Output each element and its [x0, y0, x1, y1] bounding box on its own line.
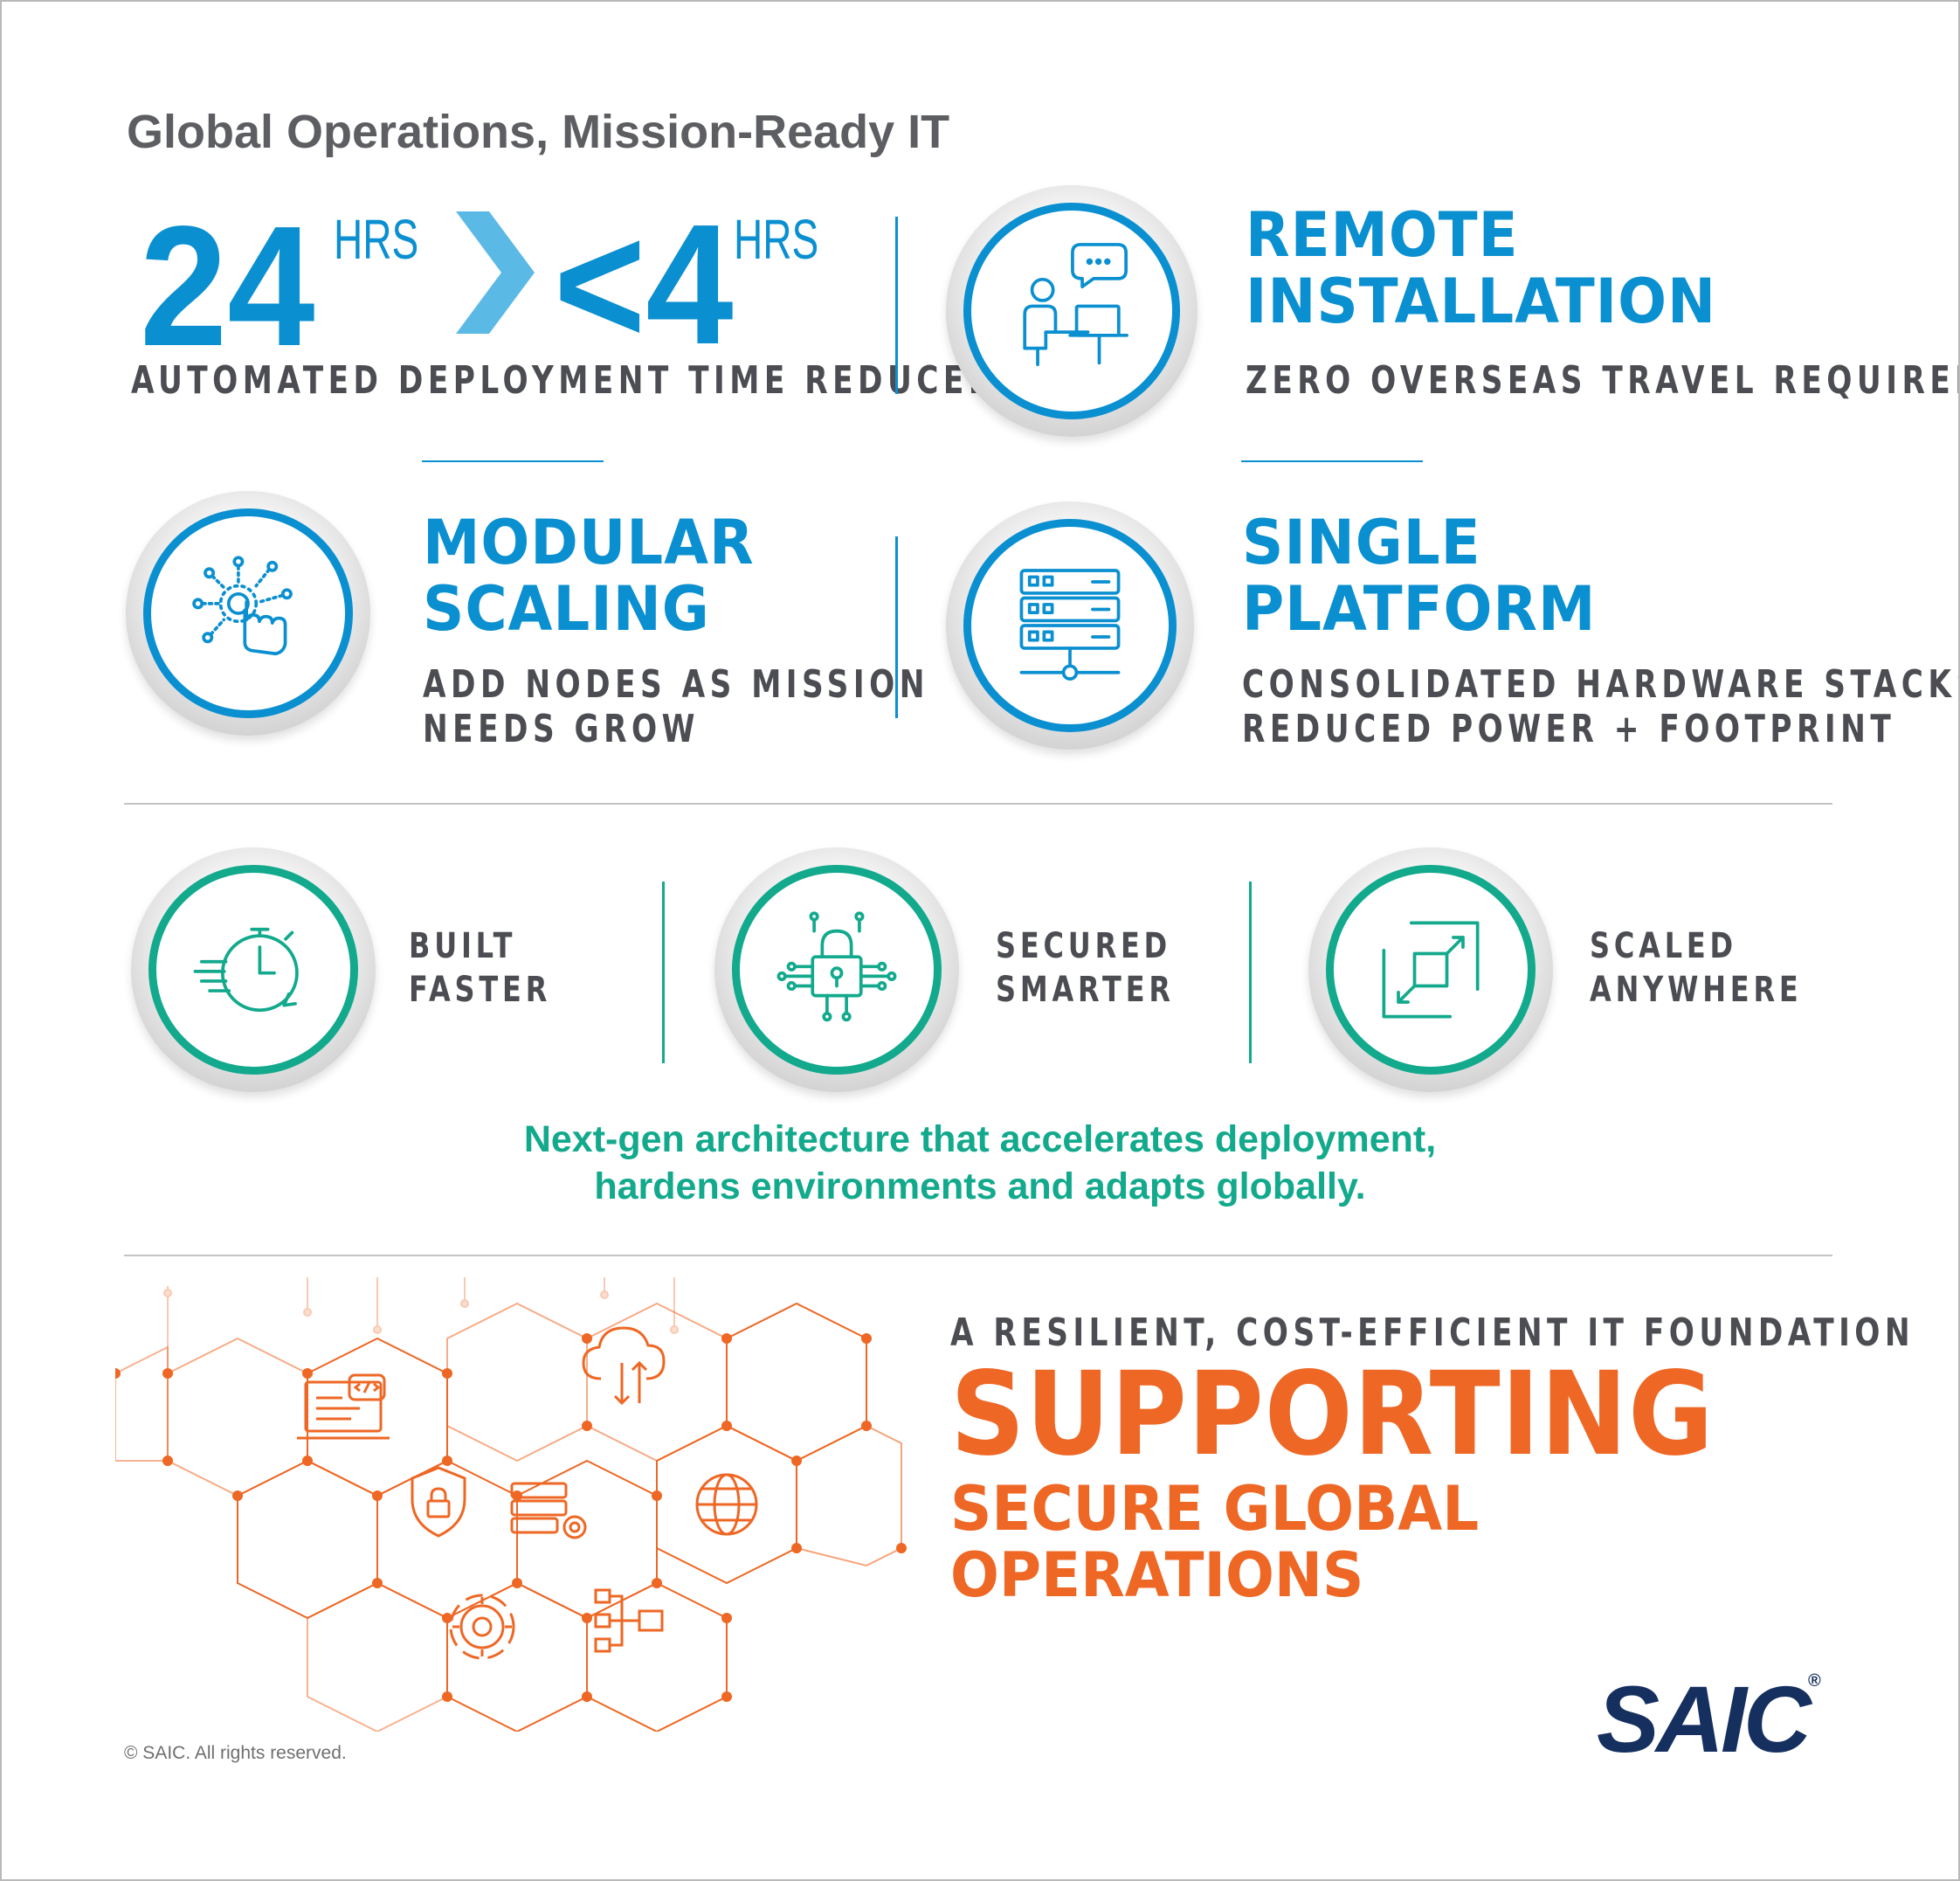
benefit-secured-smarter: SECURED SMARTER	[996, 924, 1175, 1013]
saic-logo: SAIC®	[1597, 1672, 1821, 1767]
divider-horizontal	[124, 803, 1832, 805]
divider-vertical	[1249, 882, 1252, 1063]
chevron-right-icon	[456, 211, 535, 334]
remote-title-line2: INSTALLATION	[1246, 265, 1716, 337]
benefit-built-faster: BUILT FASTER	[409, 924, 551, 1013]
divider-vertical	[895, 536, 898, 718]
single-caption-line1: CONSOLIDATED HARDWARE STACKS;	[1242, 662, 1960, 707]
tagline-line2: hardens environments and adapts globally…	[594, 1165, 1366, 1207]
expand-square-icon	[1326, 865, 1536, 1075]
single-caption-line2: REDUCED POWER + FOOTPRINT	[1242, 707, 1896, 752]
divider-vertical	[662, 882, 665, 1063]
stopwatch-icon	[148, 865, 358, 1075]
single-caption: CONSOLIDATED HARDWARE STACKS; REDUCED PO…	[1242, 662, 1960, 752]
circuit-lock-icon	[732, 865, 942, 1075]
remote-worker-icon	[963, 203, 1180, 419]
registered-mark: ®	[1808, 1671, 1821, 1691]
deployment-to-value: <4	[554, 189, 734, 380]
single-title-line1: SINGLE	[1242, 507, 1481, 578]
benefit-scaled-anywhere: SCALED ANYWHERE	[1590, 924, 1803, 1013]
divider-short	[422, 460, 604, 462]
copyright-notice: © SAIC. All rights reserved.	[124, 1743, 347, 1763]
benefit-line1: SCALED	[1590, 926, 1737, 966]
deployment-to-unit: HRS	[734, 208, 819, 271]
modular-title-line2: SCALING	[423, 572, 710, 645]
single-title: SINGLE PLATFORM	[1242, 507, 1597, 645]
foundation-headline: SUPPORTING	[950, 1347, 1715, 1482]
foundation-sub-line2: OPERATIONS	[950, 1539, 1364, 1611]
modular-caption-line1: ADD NODES AS MISSION	[423, 662, 929, 707]
remote-caption: ZERO OVERSEAS TRAVEL REQUIRED	[1246, 358, 1960, 403]
remote-title-line1: REMOTE	[1246, 199, 1519, 271]
foundation-kicker: A RESILIENT, COST-EFFICIENT IT FOUNDATIO…	[950, 1310, 1915, 1355]
benefit-line2: ANYWHERE	[1590, 970, 1803, 1011]
divider-horizontal	[124, 1255, 1832, 1256]
modular-caption: ADD NODES AS MISSION NEEDS GROW	[423, 662, 929, 751]
single-title-line2: PLATFORM	[1242, 572, 1597, 645]
server-rack-icon	[963, 519, 1177, 732]
divider-short	[1241, 460, 1423, 462]
benefit-line2: SMARTER	[996, 970, 1175, 1011]
foundation-subheadline: SECURE GLOBAL OPERATIONS	[950, 1476, 1479, 1608]
deployment-caption: AUTOMATED DEPLOYMENT TIME REDUCED	[131, 358, 998, 403]
modular-caption-line2: NEEDS GROW	[423, 707, 700, 752]
logo-text: SAIC	[1597, 1666, 1812, 1772]
benefit-line1: SECURED	[996, 926, 1172, 966]
tagline-line1: Next-gen architecture that accelerates d…	[523, 1118, 1437, 1160]
deployment-from-unit: HRS	[334, 208, 419, 271]
hexagon-network-illustration	[115, 1277, 907, 1732]
benefit-line1: BUILT	[409, 926, 517, 966]
touch-network-icon	[143, 508, 353, 718]
modular-title: MODULAR SCALING	[423, 507, 755, 645]
modular-title-line1: MODULAR	[423, 507, 755, 578]
divider-vertical	[895, 217, 898, 394]
tagline: Next-gen architecture that accelerates d…	[2, 1117, 1958, 1211]
benefit-line2: FASTER	[409, 970, 552, 1011]
deployment-from-value: 24	[140, 190, 315, 382]
remote-title: REMOTE INSTALLATION	[1246, 199, 1716, 337]
page-title: Global Operations, Mission-Ready IT	[127, 106, 950, 158]
foundation-sub-line1: SECURE GLOBAL	[950, 1473, 1480, 1545]
